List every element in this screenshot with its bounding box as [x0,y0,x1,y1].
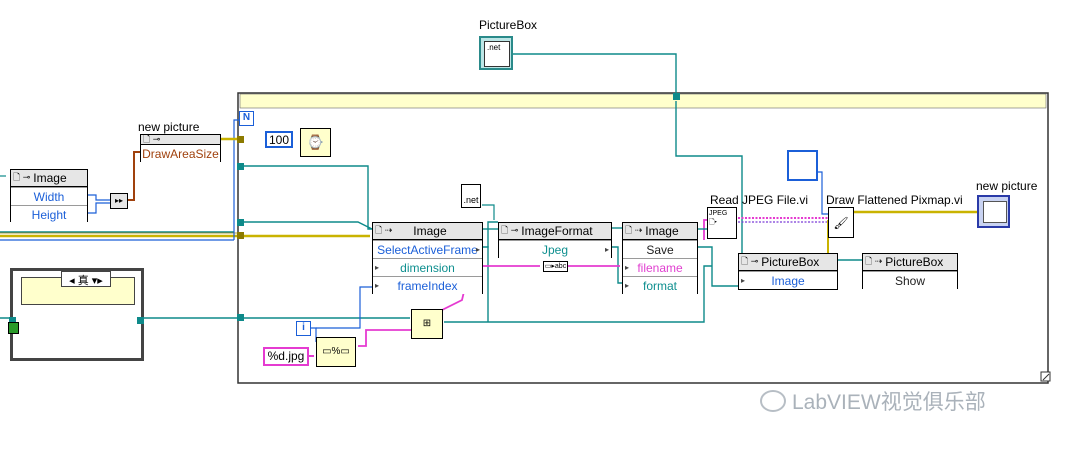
image-method-dimension: ▸dimension [373,258,482,276]
dotnet-file-text: .net [463,195,479,205]
case-tunnel-in [9,317,16,324]
loop-count-text: N [242,112,251,123]
draw-pixmap-label: Draw Flattened Pixmap.vi [826,193,963,207]
loop-tunnel-2 [237,219,244,226]
draw-pixmap-icon[interactable]: 🖌 [828,207,854,238]
case-structure[interactable]: ◂ 真 ▾▸ [9,268,144,361]
picturebox-method-icon: 🗋 ⇢ [865,256,883,266]
build-path-icon[interactable]: ⊞ [411,309,443,339]
for-loop-header [239,93,1047,109]
image-save-format: ▸format [623,276,697,294]
new-picture-property-node[interactable]: 🗋 ⊸ DrawAreaSize [140,134,221,162]
read-jpeg-icon[interactable]: JPEG🗋▸ [707,207,737,239]
loop-tunnel-3 [237,232,244,239]
wechat-icon [760,390,786,412]
loop-tunnel-top [673,93,680,100]
image-property-node[interactable]: 🗋 ⊸Image Width Height [10,169,88,223]
format-string-value: %d.jpg [267,349,305,363]
image-method-selectactiveframe: SelectActiveFrame▸ [373,240,482,258]
picturebox-property-icon: 🗋 ⊸ [741,256,759,266]
image-save-class: Image [645,224,679,238]
imageformat-jpeg: Jpeg▸ [499,240,611,258]
watermark-text: LabVIEW视觉俱乐部 [792,391,986,414]
dotnet-file-icon[interactable]: .net [461,184,481,208]
watermark: LabVIEW视觉俱乐部 [760,386,986,416]
property-icon: 🗋 ⊸ [13,172,31,182]
image-save-filename: ▸filename [623,258,697,276]
loop-tunnel-4 [237,314,244,321]
loop-iteration-terminal[interactable]: i [296,321,311,336]
case-tunnel-out [137,317,144,324]
bundle-icon[interactable]: ▸▸ [110,193,128,209]
new-picture-icon: 🗋 ⊸ [143,133,161,144]
wait-ms-value: 100 [268,133,290,147]
wire-picturebox [513,53,677,95]
dotnet-text: .net [487,43,501,52]
picturebox-ref-icon[interactable]: .net [479,36,513,70]
new-picture-left-label: new picture [138,120,200,134]
picturebox-property-class: PictureBox [761,255,820,269]
imageformat-class: ImageFormat [521,224,593,238]
image-property-height: Height [11,205,87,223]
image-property-width: Width [11,187,87,205]
format-into-string-icon[interactable]: ▭%▭ [316,337,356,367]
picturebox-label: PictureBox [479,18,538,32]
image-save-node[interactable]: 🗋 ⇢Image Save ▸filename ▸format [622,222,698,294]
loop-iteration-text: i [302,322,305,333]
new-picture-right-label: new picture [976,179,1038,193]
picturebox-property-node[interactable]: 🗋 ⊸PictureBox ▸Image [738,253,838,290]
boolean-constant[interactable] [8,322,19,334]
image-property-class: Image [33,171,67,185]
picturebox-property-image: ▸Image [739,271,837,289]
picturebox-method-node[interactable]: 🗋 ⇢PictureBox Show [862,253,958,289]
save-method-icon: 🗋 ⇢ [625,225,643,235]
picturebox-method-class: PictureBox [885,255,944,269]
read-jpeg-label: Read JPEG File.vi [710,193,809,207]
image-method-class: Image [413,224,447,238]
case-selector[interactable]: ◂ 真 ▾▸ [61,271,111,287]
format-string-constant[interactable]: %d.jpg [263,347,309,366]
path-to-string-icon[interactable]: ▭▸abc [543,261,568,272]
imageformat-property-node[interactable]: 🗋 ⊸ImageFormat Jpeg▸ [498,222,612,258]
new-picture-drawareasize: DrawAreaSize [141,145,220,162]
image-save-save: Save [623,240,697,258]
new-picture-indicator-icon[interactable] [977,195,1010,228]
empty-picture-constant[interactable] [787,150,818,181]
image-method-frameindex: ▸frameIndex [373,276,482,294]
picturebox-method-show: Show [863,271,957,289]
dotnet-icon: .net [484,41,510,67]
wait-ms-constant[interactable]: 100 [265,131,293,148]
case-selector-value: 真 [77,275,89,287]
picture-preview-icon [983,201,1007,223]
loop-tunnel-picture [237,136,244,143]
wait-ms-icon[interactable]: ⌚ [300,128,331,157]
loop-count-terminal[interactable]: N [239,111,254,126]
imageformat-icon: 🗋 ⊸ [501,225,519,235]
image-method-node[interactable]: 🗋 ⇢ Image SelectActiveFrame▸ ▸dimension ▸… [372,222,483,294]
loop-tunnel-1 [237,163,244,170]
method-icon: 🗋 ⇢ [375,225,393,235]
